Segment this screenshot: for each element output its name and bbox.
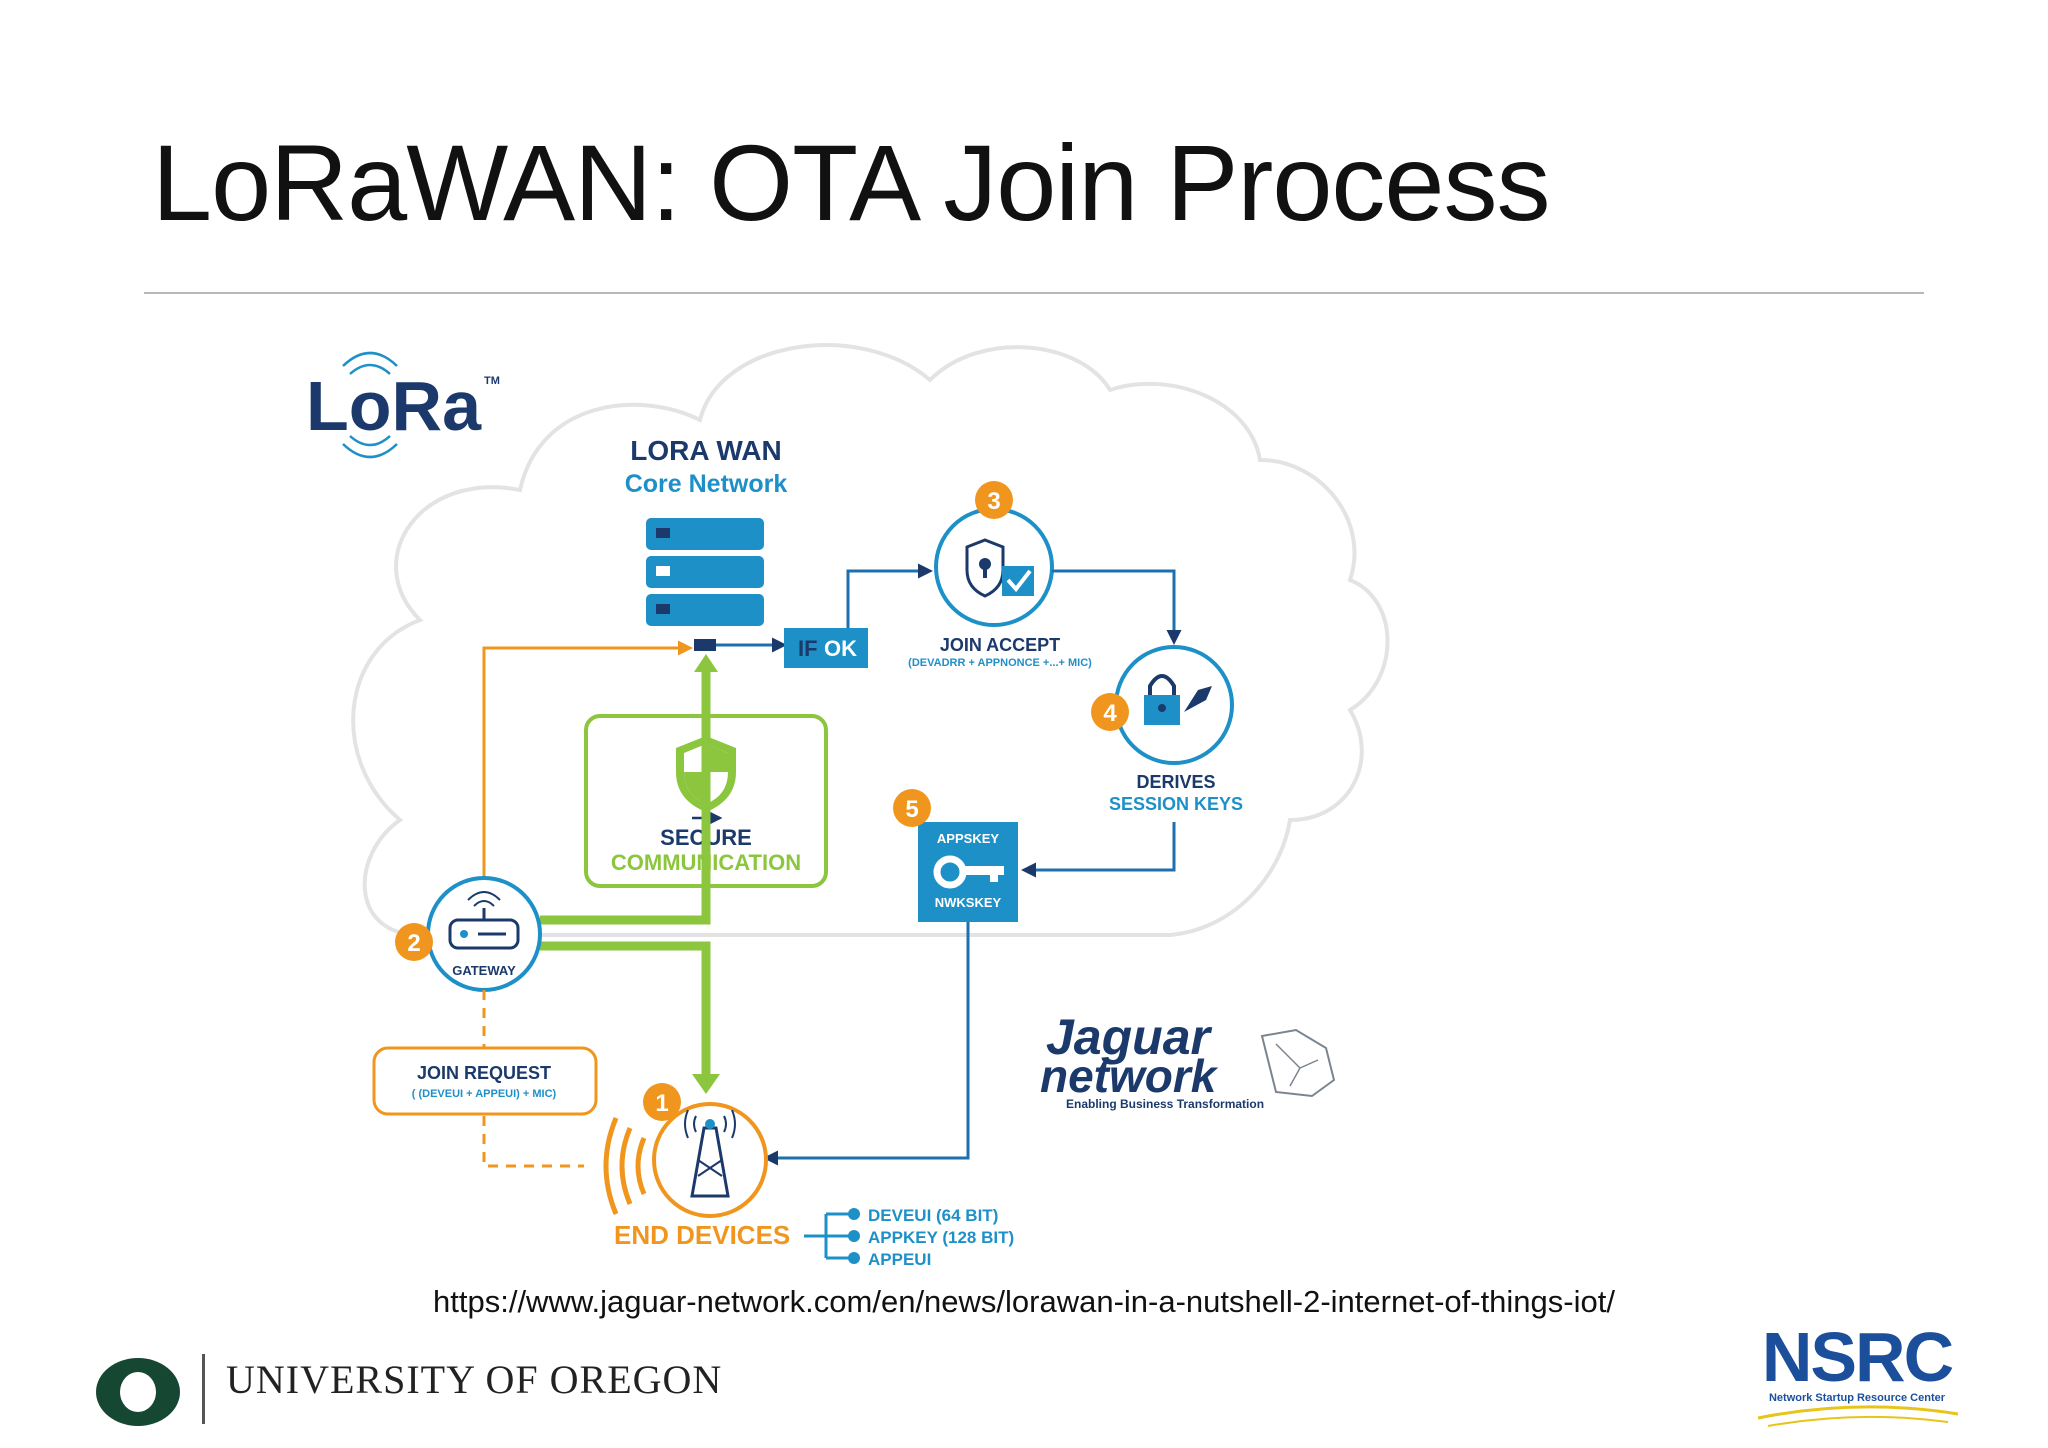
- nsrc-wordmark: NSRC: [1761, 1318, 1954, 1396]
- if-ok-prefix: IF: [798, 636, 818, 661]
- jaguar-line2: network: [1040, 1050, 1219, 1102]
- cloud-shape: [351, 343, 1390, 937]
- appskey-label: APPSKEY: [937, 831, 999, 846]
- nwkskey-label: NWKSKEY: [935, 895, 1002, 910]
- jaguar-line1: Jaguar: [1046, 1009, 1213, 1065]
- step-1-number: 1: [655, 1090, 668, 1117]
- source-url[interactable]: https://www.jaguar-network.com/en/news/l…: [433, 1284, 1615, 1319]
- orange-link-gateway-to-core: [482, 640, 693, 880]
- step-4-badge: [1091, 693, 1129, 731]
- derives-title: DERIVES: [1136, 772, 1215, 792]
- step-3-number: 3: [987, 488, 1000, 515]
- join-accept-node: [934, 507, 1054, 627]
- uo-divider: [202, 1354, 205, 1424]
- end-device-params-tree: [804, 1208, 860, 1264]
- end-device-node: [652, 1102, 768, 1218]
- slide-title: LoRaWAN: OTA Join Process: [152, 122, 1550, 243]
- join-request-box: [372, 1046, 598, 1116]
- step-5-number: 5: [905, 796, 918, 823]
- server-icon: [646, 518, 764, 626]
- arrow-keys-to-end-devices: [763, 922, 970, 1166]
- title-divider: [144, 292, 1924, 294]
- arrow-ifok-to-join-accept: [846, 563, 933, 628]
- green-link-gateway-to-end-devices: [540, 941, 711, 1080]
- step-1-badge: [643, 1083, 681, 1121]
- green-link-gateway-to-core: [540, 662, 711, 925]
- lora-logo-tm: TM: [484, 375, 500, 387]
- lora-logo-text: LoRa: [306, 367, 482, 445]
- signal-waves-icon: [603, 1117, 647, 1215]
- if-ok-suffix: OK: [824, 636, 857, 661]
- arrow-derives-to-keys: [1021, 822, 1176, 878]
- step-3-badge: [975, 481, 1013, 519]
- green-arrow-down: [692, 1074, 720, 1094]
- join-request-detail: ( (DEVEUI + APPEUI) + MIC): [412, 1088, 557, 1100]
- university-of-oregon-logo: [96, 1354, 205, 1426]
- join-accept-title: JOIN ACCEPT: [940, 635, 1060, 655]
- join-accept-detail: (DEVADRR + APPNONCE +...+ MIC): [908, 657, 1092, 669]
- nsrc-subtitle: Network Startup Resource Center: [1768, 1392, 1946, 1404]
- derives-subtitle: SESSION KEYS: [1109, 794, 1243, 814]
- param-deveui: DEVEUI (64 BIT): [868, 1206, 998, 1225]
- step-2-number: 2: [407, 930, 420, 957]
- gateway-label: GATEWAY: [452, 963, 516, 978]
- if-ok-box: [784, 628, 868, 668]
- end-devices-label: END DEVICES: [614, 1220, 790, 1250]
- green-arrow-up: [694, 654, 718, 672]
- lorawan-join-diagram: LoRa TM LORA WAN Core Network IF OK 3 JO…: [306, 343, 1390, 1269]
- key-icon: [933, 855, 1004, 889]
- param-appeui: APPEUI: [868, 1250, 931, 1269]
- param-appkey: APPKEY (128 BIT): [868, 1228, 1014, 1247]
- core-network-subtitle: Core Network: [625, 470, 788, 498]
- arrow-join-accept-to-derives: [1052, 569, 1182, 645]
- join-request-title: JOIN REQUEST: [417, 1063, 551, 1083]
- lora-logo: LoRa TM: [306, 351, 500, 459]
- nsrc-logo: [1757, 1405, 1959, 1427]
- derives-keys-node: [1114, 645, 1234, 765]
- jaguar-network-logo: Jaguar network Enabling Business Transfo…: [1040, 1009, 1336, 1111]
- step-2-badge: [395, 923, 433, 961]
- step-4-number: 4: [1103, 700, 1117, 727]
- step-5-badge: [893, 789, 931, 827]
- nsrc-swoosh: [1757, 1405, 1959, 1420]
- core-connector: [694, 639, 716, 651]
- core-network-title: LORA WAN: [630, 435, 781, 466]
- jaguar-tagline: Enabling Business Transformation: [1066, 1097, 1264, 1111]
- university-of-oregon-wordmark: UNIVERSITY OF OREGON: [226, 1357, 723, 1402]
